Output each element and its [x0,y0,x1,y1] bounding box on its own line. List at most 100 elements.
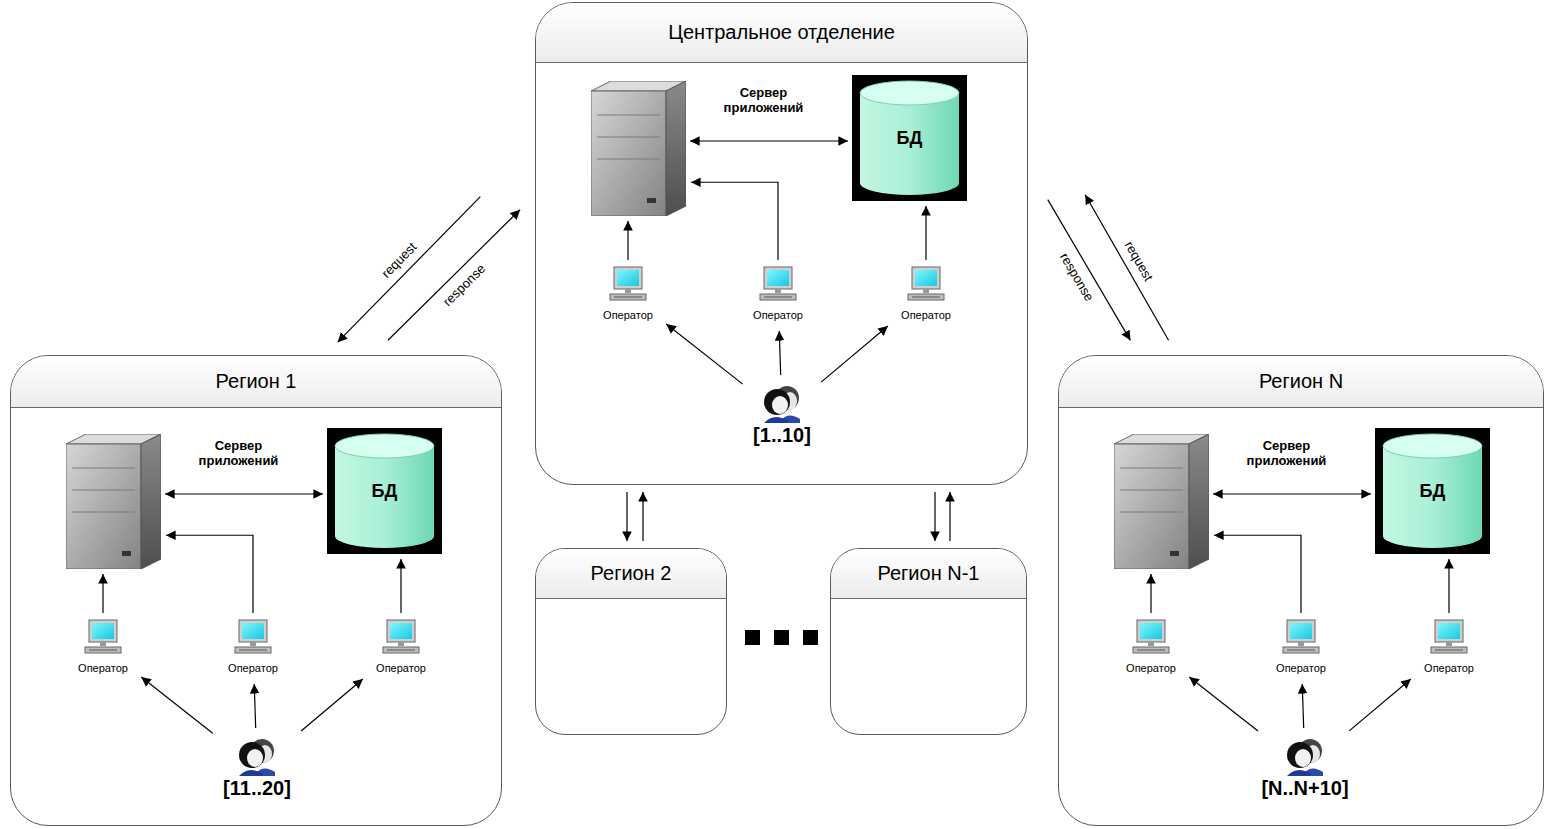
ellipsis-mark [745,630,760,645]
computer-icon [1279,618,1323,658]
app-server: Сервер приложений [1114,434,1209,569]
operator-label: Оператор [1424,662,1474,675]
operator-label: Оператор [603,309,653,322]
connector-arrow [388,210,520,340]
office-title: Регион 1 [216,370,297,393]
office-box: Центральное отделениеСервер приложенийБД… [535,2,1028,485]
connector-arrow [1048,200,1131,341]
connector-arrow [934,492,935,541]
operator-workstation: Оператор [1417,618,1481,676]
office-title: Регион N [1259,370,1343,393]
operator-label: Оператор [1126,662,1176,675]
connector-arrow [254,684,255,728]
connector-arrow [949,492,950,541]
operator-workstation: Оператор [369,618,433,676]
connector-arrow [165,493,323,494]
connector-arrow [400,559,401,613]
office-box: Регион 1Сервер приложенийБДОператорОпера… [10,355,502,826]
connector-arrow [1213,493,1371,494]
edge-label: request [1122,238,1157,283]
connector-arrow [102,574,103,613]
operator-workstation: Оператор [894,265,958,323]
operator-workstation: Оператор [221,618,285,676]
edge-label: response [440,261,489,309]
operator-workstation: Оператор [596,265,660,323]
computer-icon [81,618,125,658]
operator-workstation: Оператор [1119,618,1183,676]
people-icon [760,383,804,423]
office-title-band: Центральное отделение [536,3,1027,63]
connector-arrow [925,206,926,260]
app-server: Сервер приложений [591,81,686,216]
connector-arrow [691,182,778,260]
computer-icon [606,265,650,305]
connector-arrow [1085,195,1168,340]
server-label-holder: Сервер приложений [1239,438,1334,468]
operator-workstation: Оператор [746,265,810,323]
people-icon [1283,736,1327,776]
connector-arrow [301,679,363,731]
user-group: [1..10] [749,383,815,447]
office-title: Регион N-1 [877,562,979,585]
server-icon [1114,434,1209,569]
office-box: Регион NСервер приложенийБДОператорОпера… [1058,355,1544,826]
user-group: [11..20] [219,736,295,800]
office-box: Регион 2 [535,548,727,735]
connector-arrow [141,677,212,733]
database-cylinder: БД [1375,428,1490,554]
computer-icon [379,618,423,658]
connector-arrow [627,221,628,260]
operator-label: Оператор [228,662,278,675]
computer-icon [756,265,800,305]
office-title: Регион 2 [591,562,672,585]
operator-label: Оператор [376,662,426,675]
database-label: БД [372,481,398,502]
user-range-label: [11..20] [223,776,291,800]
operator-label: Оператор [901,309,951,322]
computer-icon [904,265,948,305]
connector-arrow [1349,679,1411,731]
operator-label: Оператор [753,309,803,322]
connector-arrow [626,492,627,541]
database-label: БД [897,128,923,149]
ellipsis-mark [803,630,818,645]
user-group: [N..N+10] [1257,736,1353,800]
connector-arrow [666,324,742,384]
server-label-holder: Сервер приложений [191,438,286,468]
server-label: Сервер приложений [1239,438,1334,468]
office-title: Центральное отделение [668,21,895,44]
computer-icon [1129,618,1173,658]
operator-workstation: Оператор [1269,618,1333,676]
database-cylinder: БД [852,75,967,201]
connector-arrow [1302,684,1303,728]
edge-label: request [378,239,419,280]
operator-workstation: Оператор [71,618,135,676]
office-title-band: Регион N [1059,356,1543,408]
connector-arrow [642,492,643,541]
people-icon [235,736,279,776]
connector-arrow [821,326,888,382]
computer-icon [1427,618,1471,658]
server-label: Сервер приложений [191,438,286,468]
computer-icon [231,618,275,658]
connector-arrow [1448,559,1449,613]
office-title-band: Регион 2 [536,549,726,599]
operator-label: Оператор [1276,662,1326,675]
operator-label: Оператор [78,662,128,675]
user-range-label: [N..N+10] [1261,776,1348,800]
user-range-label: [1..10] [753,423,811,447]
database-label: БД [1420,481,1446,502]
connector-arrow [1189,677,1258,731]
database-cylinder: БД [327,428,442,554]
edge-label: response [1057,250,1097,304]
app-server: Сервер приложений [66,434,161,569]
connector-arrow [779,331,780,375]
connector-arrow [1214,535,1301,613]
server-label-holder: Сервер приложений [716,85,811,115]
office-title-band: Регион N-1 [831,549,1026,599]
connector-arrow [690,140,848,141]
server-icon [66,434,161,569]
ellipsis-mark [774,630,789,645]
